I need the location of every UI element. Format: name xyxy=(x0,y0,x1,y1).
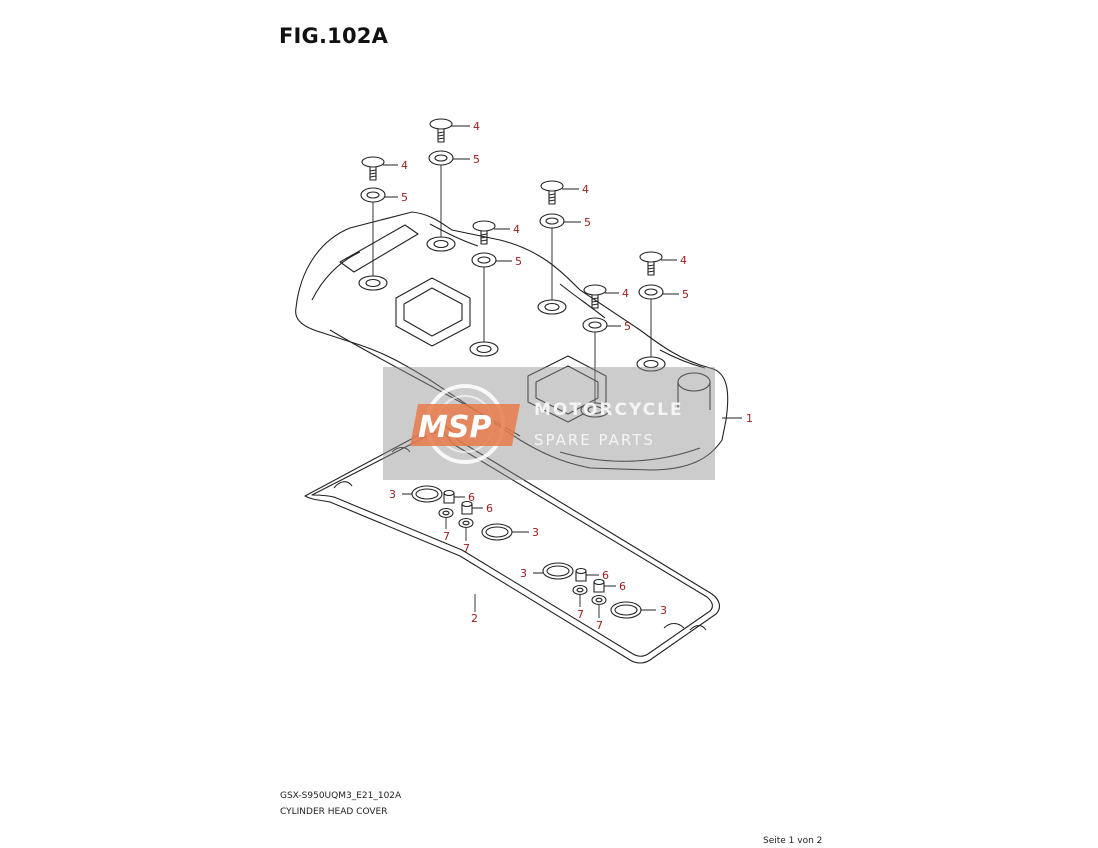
callout-4[interactable]: 4 xyxy=(622,287,629,300)
callout-2[interactable]: 2 xyxy=(471,612,478,625)
page-indicator: Seite 1 von 2 xyxy=(763,836,823,846)
watermark-line2: SPARE PARTS xyxy=(534,431,655,449)
dowel-pins[interactable] xyxy=(443,489,605,593)
o-rings[interactable] xyxy=(411,485,642,619)
callout-1[interactable]: 1 xyxy=(746,412,753,425)
callout-leaders xyxy=(383,125,742,618)
callout-6[interactable]: 6 xyxy=(602,569,609,582)
callout-7[interactable]: 7 xyxy=(596,619,603,632)
callout-6[interactable]: 6 xyxy=(468,491,475,504)
callout-5[interactable]: 5 xyxy=(515,255,522,268)
watermark: MSP MOTORCYCLE SPARE PARTS xyxy=(383,367,715,480)
cylinder-head-cover[interactable] xyxy=(295,211,729,471)
callout-3[interactable]: 3 xyxy=(660,604,667,617)
callout-7[interactable]: 7 xyxy=(463,542,470,555)
callout-4[interactable]: 4 xyxy=(401,159,408,172)
callout-4[interactable]: 4 xyxy=(680,254,687,267)
callout-5[interactable]: 5 xyxy=(473,153,480,166)
callout-5[interactable]: 5 xyxy=(682,288,689,301)
callout-3[interactable]: 3 xyxy=(389,488,396,501)
callout-3[interactable]: 3 xyxy=(532,526,539,539)
callout-4[interactable]: 4 xyxy=(582,183,589,196)
callout-7[interactable]: 7 xyxy=(577,608,584,621)
callout-numbers: 1 2 3 3 3 3 4 4 4 4 4 4 5 5 5 5 5 5 6 6 … xyxy=(389,120,753,632)
callout-5[interactable]: 5 xyxy=(624,320,631,333)
assembly-lines xyxy=(372,165,652,403)
watermark-line1: MOTORCYCLE xyxy=(534,400,684,420)
diagram-code: GSX-S950UQM3_E21_102A xyxy=(280,791,402,801)
callout-7[interactable]: 7 xyxy=(443,530,450,543)
seal-rings[interactable] xyxy=(438,507,607,606)
washers[interactable] xyxy=(360,150,664,333)
callout-4[interactable]: 4 xyxy=(473,120,480,133)
callout-4[interactable]: 4 xyxy=(513,223,520,236)
diagram-name: CYLINDER HEAD COVER xyxy=(280,807,388,817)
callout-5[interactable]: 5 xyxy=(401,191,408,204)
watermark-logo: MSP xyxy=(418,410,491,445)
callout-3[interactable]: 3 xyxy=(520,567,527,580)
callout-6[interactable]: 6 xyxy=(619,580,626,593)
figure-title: FIG.102A xyxy=(279,24,389,48)
bolts[interactable] xyxy=(361,118,663,309)
callout-6[interactable]: 6 xyxy=(486,502,493,515)
callout-5[interactable]: 5 xyxy=(584,216,591,229)
